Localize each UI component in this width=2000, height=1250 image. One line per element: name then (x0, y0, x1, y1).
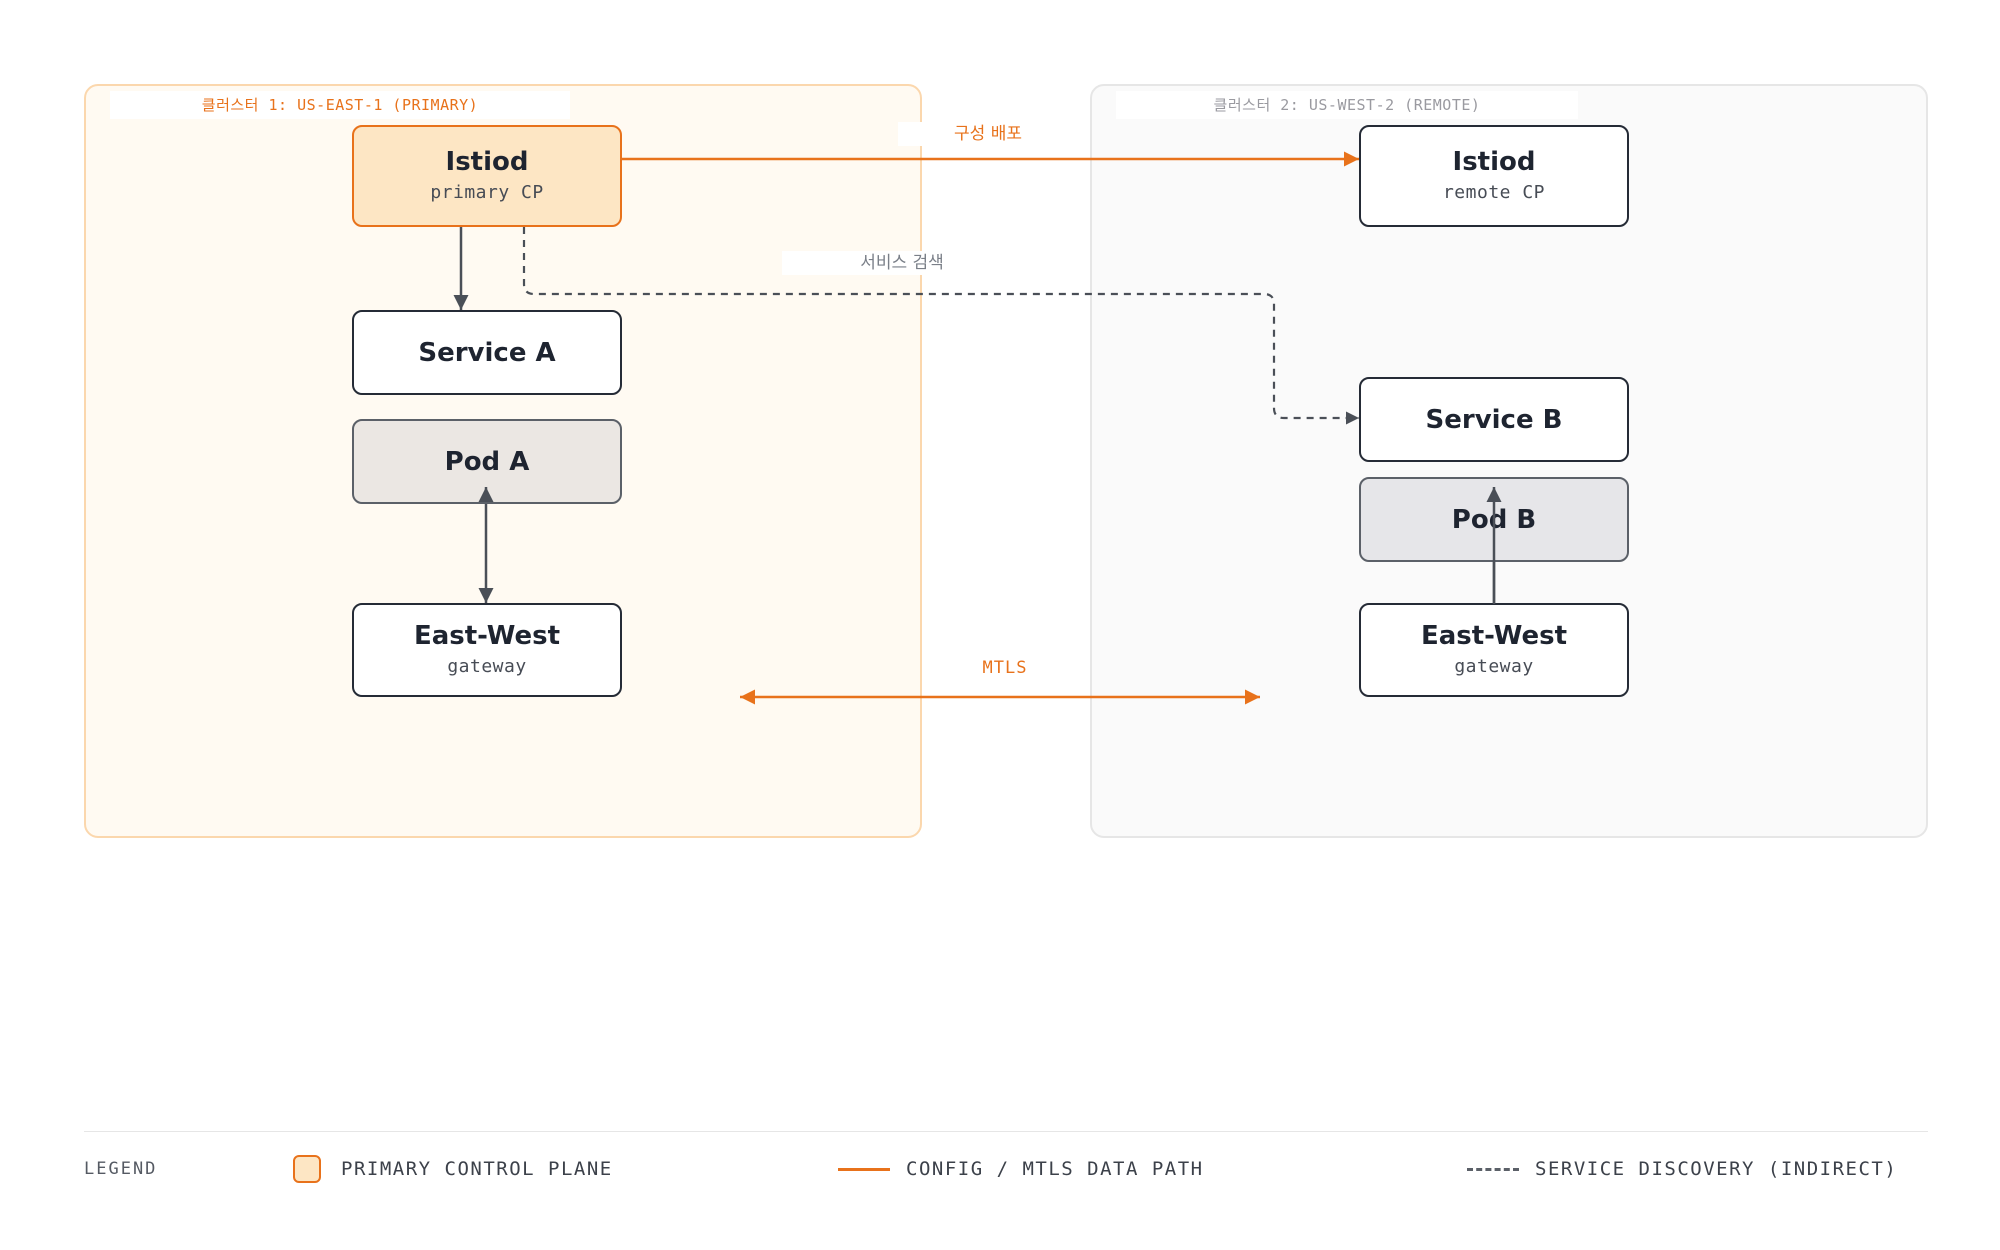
solid-line-swatch-icon (838, 1167, 890, 1171)
node-service-b[interactable]: Service B (1359, 377, 1629, 462)
legend-label: PRIMARY CONTROL PLANE (341, 1158, 613, 1180)
edge-config-label: 구성 배포 (898, 122, 1078, 146)
node-title: Pod A (444, 446, 530, 477)
legend-label: CONFIG / MTLS DATA PATH (906, 1158, 1204, 1180)
node-subtitle: gateway (447, 656, 527, 677)
legend-item-primary-cp: PRIMARY CONTROL PLANE (293, 1151, 613, 1187)
node-title: Service A (418, 337, 556, 368)
legend-label: SERVICE DISCOVERY (INDIRECT) (1535, 1158, 1898, 1180)
node-title: Istiod (445, 147, 529, 177)
legend-item-discovery: SERVICE DISCOVERY (INDIRECT) (1467, 1151, 1897, 1187)
cluster-primary-label: 클러스터 1: US-EAST-1 (PRIMARY) (110, 91, 570, 119)
legend-divider (84, 1131, 1928, 1132)
edge-mtls-label: MTLS (982, 658, 1028, 678)
edge-service-discovery (522, 227, 1359, 425)
node-title: Service B (1425, 404, 1563, 435)
cluster-remote-label: 클러스터 2: US-WEST-2 (REMOTE) (1116, 91, 1578, 119)
legend-item-data-path: CONFIG / MTLS DATA PATH (838, 1151, 1204, 1187)
dashed-line-swatch-icon (1467, 1167, 1519, 1171)
node-istiod-remote[interactable]: Istiod remote CP (1359, 125, 1629, 227)
node-subtitle: remote CP (1442, 182, 1546, 203)
legend-title: LEGEND (84, 1159, 158, 1179)
node-subtitle: gateway (1454, 656, 1534, 677)
node-title: East-West (1420, 621, 1568, 651)
primary-cp-swatch-icon (293, 1155, 321, 1183)
node-title: East-West (413, 621, 561, 651)
node-east-west-gateway-1[interactable]: East-West gateway (352, 603, 622, 697)
node-east-west-gateway-2[interactable]: East-West gateway (1359, 603, 1629, 697)
node-istiod-primary[interactable]: Istiod primary CP (352, 125, 622, 227)
node-subtitle: primary CP (430, 182, 544, 203)
node-title: Istiod (1452, 147, 1536, 177)
edge-discovery-label: 서비스 검색 (782, 251, 1022, 275)
node-service-a[interactable]: Service A (352, 310, 622, 395)
